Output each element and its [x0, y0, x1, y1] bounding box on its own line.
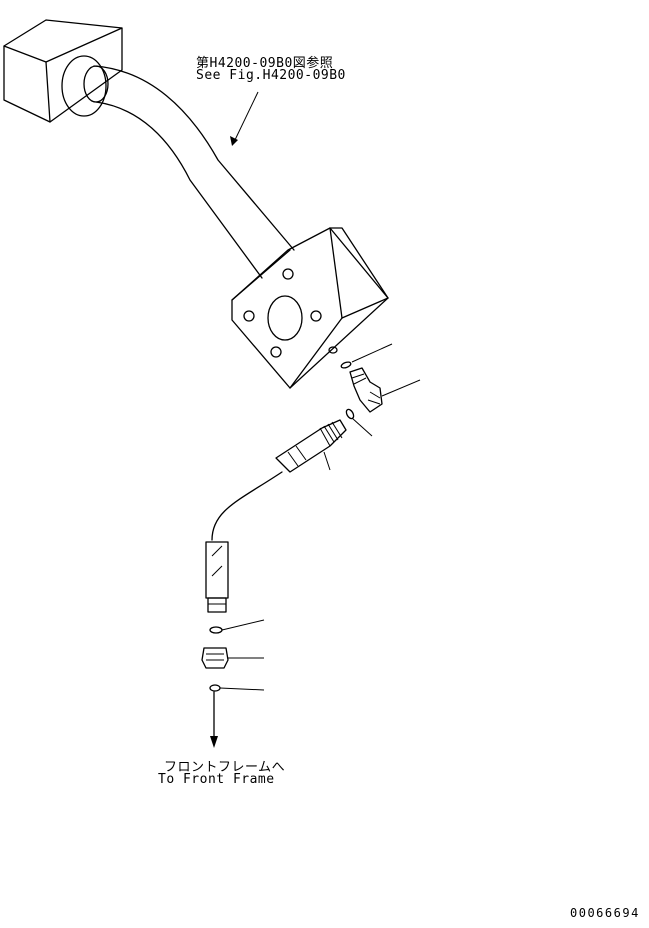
hose-end	[205, 541, 229, 613]
drawing-number: 00066694	[570, 906, 640, 920]
reference-note-en: See Fig.H4200-09B0	[196, 68, 346, 83]
o-ring-2	[345, 408, 373, 437]
o-ring-1	[340, 343, 393, 369]
reference-leader	[230, 91, 259, 146]
destination-note-en: To Front Frame	[158, 772, 275, 787]
upper-block	[3, 19, 123, 123]
reference-note-jp: 第H4200-09B0図参照	[196, 56, 334, 71]
straight-fitting	[201, 647, 264, 669]
destination-arrow	[210, 691, 218, 748]
pipe	[93, 65, 295, 279]
destination-note-jp: フロントフレームへ	[164, 760, 286, 775]
lower-block	[231, 227, 389, 389]
o-ring-3	[209, 619, 265, 634]
o-ring-4	[209, 684, 265, 692]
elbow-fitting	[349, 367, 421, 413]
hose	[211, 419, 347, 541]
